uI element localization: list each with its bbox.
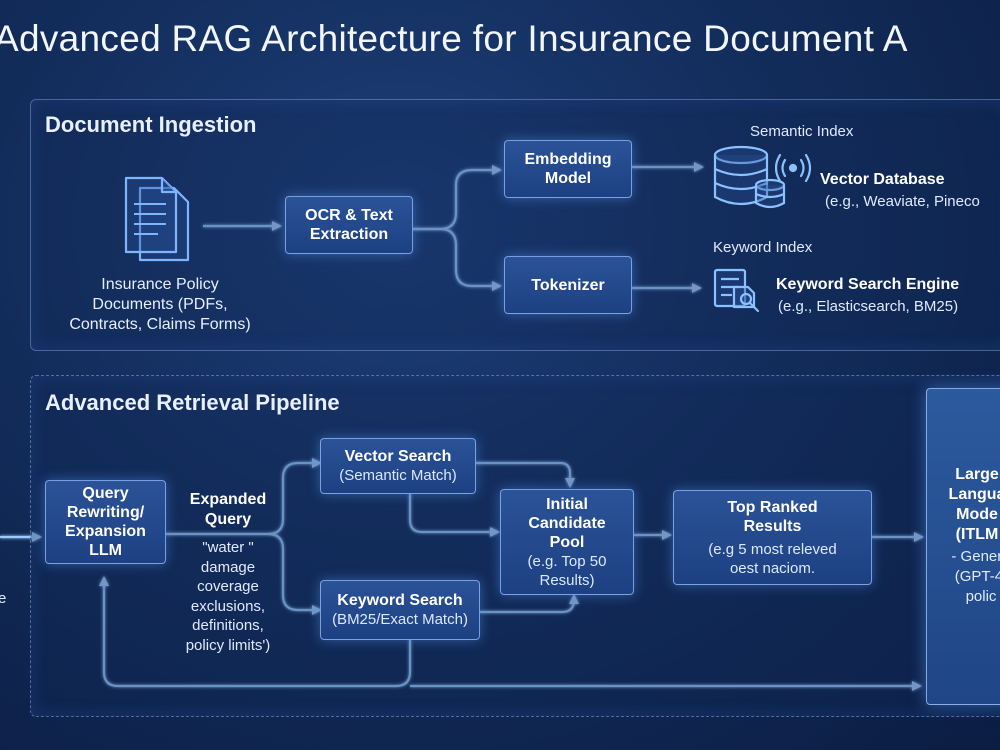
ranked-sub-2: oest naciom. xyxy=(729,559,816,577)
tokenizer-label: Tokenizer xyxy=(531,276,605,294)
keyword-search-sub: (BM25/Exact Match) xyxy=(332,611,468,628)
keyword-index-label: Keyword Index xyxy=(713,239,813,256)
term-1: "water " xyxy=(202,539,254,556)
term-6: policy limits') xyxy=(185,636,271,654)
ingestion-section-title: Document Ingestion xyxy=(45,112,257,137)
tokenizer-box[interactable]: Tokenizer xyxy=(504,256,632,314)
rewrite-line-3: Expansion xyxy=(65,523,146,540)
term-4: exclusions, xyxy=(190,597,266,615)
ocr-line-2: Extraction xyxy=(309,226,389,243)
semantic-index-label: Semantic Index xyxy=(750,123,854,140)
arrow-split-to-vector xyxy=(267,458,322,536)
source-line-3: Contracts, Claims Forms) xyxy=(69,316,251,333)
rewrite-line-1: Query xyxy=(82,485,129,502)
llm-line-3: Mode xyxy=(956,506,998,523)
expanded-query-label: Expanded Query xyxy=(176,490,280,530)
keyword-engine-examples: (e.g., Elasticsearch, BM25) xyxy=(778,298,959,315)
arrow-ocr-to-tokenizer xyxy=(413,227,502,291)
page-title: Advanced RAG Architecture for Insurance … xyxy=(0,18,908,59)
pool-line-3: Pool xyxy=(549,533,585,551)
llm-title: Large Langua Mode (ITLM xyxy=(935,465,1000,545)
vector-search-box[interactable]: Vector Search (Semantic Match) xyxy=(320,438,476,494)
source-line-2: Documents (PDFs, xyxy=(92,296,228,313)
feedback-loop xyxy=(99,576,412,688)
keyword-engine-title: Keyword Search Engine xyxy=(776,276,960,293)
term-2: damage xyxy=(200,558,256,576)
embedding-line-2: Model xyxy=(544,170,592,187)
embedding-model-box[interactable]: Embedding Model xyxy=(504,140,632,198)
pool-line-1: Initial xyxy=(546,495,588,513)
retrieval-section-title: Advanced Retrieval Pipeline xyxy=(45,390,340,415)
arrow-vector-to-pool-side xyxy=(408,494,500,537)
pool-sub-2: Results) xyxy=(539,571,595,589)
rewrite-line-4: LLM xyxy=(89,542,122,559)
ranked-sub-1: (e.g 5 most releved xyxy=(708,540,837,558)
term-3: coverage xyxy=(197,578,259,595)
arrow-keyword-to-pool xyxy=(480,594,579,614)
pool-sub-1: (e.g. Top 50 xyxy=(527,552,607,570)
ocr-line-1: OCR & Text xyxy=(305,207,393,224)
top-ranked-results-box[interactable]: Top Ranked Results (e.g 5 most releved o… xyxy=(673,490,872,585)
rewrite-line-2: Rewriting/ xyxy=(66,504,145,521)
ranked-line-1: Top Ranked xyxy=(727,498,818,516)
ranked-line-2: Results xyxy=(743,517,802,535)
database-icon xyxy=(713,145,786,209)
large-language-model-box[interactable]: Large Langua Mode (ITLM - Genera (GPT-4,… xyxy=(926,388,1000,705)
document-stack-icon xyxy=(124,176,190,262)
llm-line-2: Langua xyxy=(948,486,1000,503)
signal-waves-icon xyxy=(775,153,812,183)
expanded-line-2: Query xyxy=(204,511,252,528)
arrow-ocr-to-embedding xyxy=(413,165,502,231)
vector-database-examples: (e.g., Weaviate, Pineco xyxy=(825,193,980,210)
ocr-extraction-box[interactable]: OCR & Text Extraction xyxy=(285,196,413,254)
keyword-search-box[interactable]: Keyword Search (BM25/Exact Match) xyxy=(320,580,480,640)
llm-sub-2: (GPT-4, xyxy=(954,568,1000,585)
initial-candidate-pool-box[interactable]: Initial Candidate Pool (e.g. Top 50 Resu… xyxy=(500,489,634,595)
left-edge-fragment: e xyxy=(0,590,7,607)
term-5: definitions, xyxy=(192,617,264,634)
vector-database-title: Vector Database xyxy=(820,171,945,188)
pool-line-2: Candidate xyxy=(528,514,606,532)
source-line-1: Insurance Policy xyxy=(101,276,219,293)
document-search-icon xyxy=(713,268,760,313)
llm-line-1: Large xyxy=(955,466,999,483)
vector-search-sub: (Semantic Match) xyxy=(339,467,457,484)
query-rewriting-box[interactable]: Query Rewriting/ Expansion LLM xyxy=(45,480,166,564)
keyword-search-title: Keyword Search xyxy=(337,592,463,609)
arrow-split-to-keyword xyxy=(267,532,322,615)
llm-sub-1: - Genera xyxy=(951,548,1000,565)
llm-subtitle: - Genera (GPT-4, polic xyxy=(939,547,1000,607)
expanded-line-1: Expanded xyxy=(189,491,267,508)
source-documents-label: Insurance Policy Documents (PDFs, Contra… xyxy=(40,275,280,335)
expanded-query-terms: "water " damage coverage exclusions, def… xyxy=(165,538,291,655)
llm-sub-3: polic xyxy=(965,588,997,605)
arrow-vector-to-pool-top xyxy=(476,461,575,488)
llm-line-4: (ITLM xyxy=(955,526,999,543)
embedding-line-1: Embedding xyxy=(524,151,612,168)
vector-search-title: Vector Search xyxy=(344,448,452,465)
